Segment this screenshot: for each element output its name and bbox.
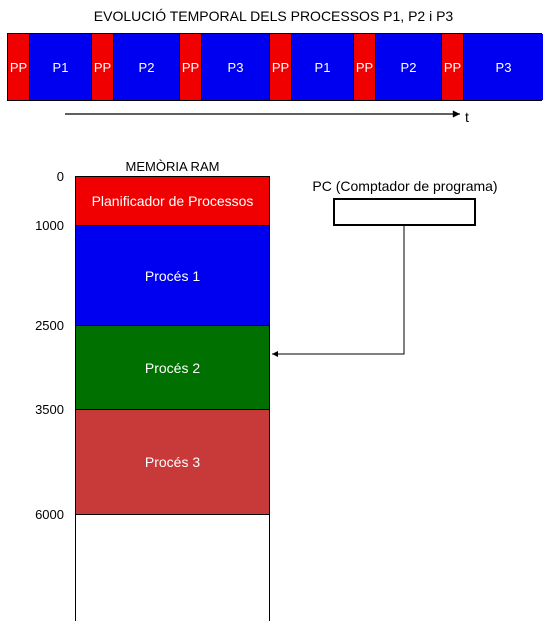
ram-address-label: 2500 xyxy=(35,318,64,333)
ram-block-p3: Procés 3 xyxy=(76,410,269,515)
timeline-segment-process: P1 xyxy=(30,34,92,100)
ram-address-label: 6000 xyxy=(35,507,64,522)
timeline-segment-process: P3 xyxy=(464,34,543,100)
ram-address-label: 3500 xyxy=(35,402,64,417)
ram-title: MEMÒRIA RAM xyxy=(125,159,220,174)
ram-address-label: 1000 xyxy=(35,218,64,233)
diagram-title: EVOLUCIÓ TEMPORAL DELS PROCESSOS P1, P2 … xyxy=(93,8,454,24)
ram-block-free xyxy=(76,515,269,622)
timeline-segment-process: P2 xyxy=(376,34,442,100)
ram-block-p1: Procés 1 xyxy=(76,226,269,326)
ram-block-p2: Procés 2 xyxy=(76,326,269,410)
timeline-segment-process: P3 xyxy=(202,34,270,100)
ram-block-scheduler: Planificador de Processos xyxy=(76,177,269,226)
pc-label: PC (Comptador de programa) xyxy=(312,178,498,194)
pc-register-box xyxy=(333,198,476,226)
timeline-segment-scheduler: PP xyxy=(8,34,30,100)
timeline-segment-scheduler: PP xyxy=(442,34,464,100)
pc-pointer-arrow xyxy=(272,226,405,357)
timeline-segment-scheduler: PP xyxy=(270,34,292,100)
time-axis-label: t xyxy=(465,109,469,125)
timeline-segment-process: P1 xyxy=(292,34,354,100)
timeline-segment-scheduler: PP xyxy=(180,34,202,100)
timeline-segment-scheduler: PP xyxy=(92,34,114,100)
timeline-segment-scheduler: PP xyxy=(354,34,376,100)
ram-address-label: 0 xyxy=(56,169,64,184)
timeline-segment-process: P2 xyxy=(114,34,180,100)
